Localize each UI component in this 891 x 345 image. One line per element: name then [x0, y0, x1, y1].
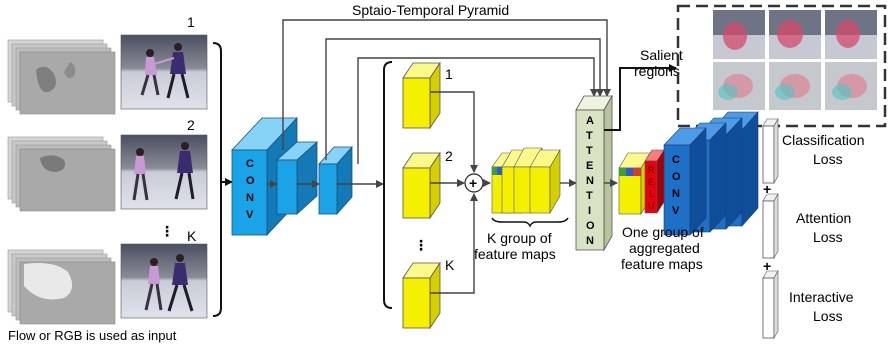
attention-letter-n1: N [586, 175, 594, 187]
rgb-frame-1 [120, 34, 208, 110]
final-conv-letter-n: N [672, 188, 680, 200]
loss-bars [762, 117, 779, 340]
branch-dots: ⋮ [414, 237, 428, 253]
attention-letter-a: A [586, 115, 594, 127]
attention-letter-t3: T [586, 190, 593, 202]
loss-plus-2: + [763, 258, 771, 274]
k-group-label-line-1: K group of [487, 230, 552, 246]
conv-letter-o: O [246, 175, 255, 187]
pyramid-path-1 [282, 19, 611, 150]
attention-block [575, 94, 613, 252]
branch-number-1: 1 [445, 66, 453, 82]
branch-bracket [383, 61, 393, 309]
conv-letter-n: N [246, 192, 254, 204]
attention-letter-t1: T [586, 130, 593, 142]
classification-loss-line-1: Classification [782, 132, 864, 148]
conv-letter-v: V [246, 209, 254, 221]
branch-block-1 [402, 61, 441, 130]
attention-loss-line-1: Attention [796, 210, 851, 226]
pyramid-path-2 [325, 38, 604, 160]
branch-number-k: K [445, 257, 455, 273]
pyramid-label: Sptaio-Temporal Pyramid [352, 2, 509, 18]
relu-letter-e: E [648, 177, 654, 187]
salient-label-line-2: regions [634, 63, 680, 79]
rgb-frame-k [120, 243, 208, 319]
attention-loss-line-2: Loss [813, 229, 843, 245]
k-group-label-line-2: feature maps [474, 246, 556, 262]
classification-loss-line-2: Loss [813, 151, 843, 167]
salient-thumbnails [713, 10, 877, 110]
final-conv-letter-o: O [672, 171, 681, 183]
flow-stack-k [7, 249, 116, 325]
k-group-brace [491, 217, 569, 228]
relu-letter-l: L [649, 189, 655, 199]
flow-stack-2 [7, 136, 116, 212]
frame-number-k: K [187, 228, 197, 244]
conv-block-2 [275, 141, 319, 215]
input-bracket [212, 42, 222, 317]
attention-letter-t2: T [586, 145, 593, 157]
conv-letter-c: C [246, 158, 254, 170]
relu-letter-u: U [648, 201, 655, 211]
final-conv-letter-v: V [672, 205, 680, 217]
relu-block [644, 148, 665, 215]
attention-letter-i: I [588, 205, 591, 217]
k-group-feature-maps [491, 147, 561, 215]
final-conv-stack [663, 111, 759, 236]
one-group-label-line-1: One group of [622, 224, 704, 240]
rgb-frame-2 [120, 134, 208, 210]
interactive-loss-line-2: Loss [813, 308, 843, 324]
final-conv-letter-c: C [672, 154, 680, 166]
sum-symbol: + [469, 175, 477, 191]
pyramid-path-3 [357, 57, 598, 164]
frame-number-1: 1 [187, 14, 195, 30]
attention-letter-n2: N [586, 235, 594, 247]
one-group-label-line-2: aggregated [629, 240, 700, 256]
frame-dots: ⋮ [160, 223, 174, 239]
attention-letter-o: O [586, 220, 595, 232]
branch-number-2: 2 [445, 148, 453, 164]
salient-arrow [604, 64, 677, 131]
interactive-loss-line-1: Interactive [789, 289, 854, 305]
loss-plus-1: + [763, 181, 771, 197]
input-caption: Flow or RGB is used as input [8, 328, 177, 343]
frame-number-2: 2 [187, 117, 195, 133]
branch-block-2 [402, 151, 441, 220]
salient-regions-box [676, 4, 887, 128]
branch-block-k [402, 261, 441, 330]
salient-label-line-1: Salient [640, 47, 683, 63]
flow-stack-1 [7, 39, 116, 115]
conv-block-3 [318, 145, 353, 216]
attention-letter-e: E [586, 160, 593, 172]
one-group-label-line-3: feature maps [621, 256, 703, 272]
relu-letter-r: R [648, 165, 655, 175]
